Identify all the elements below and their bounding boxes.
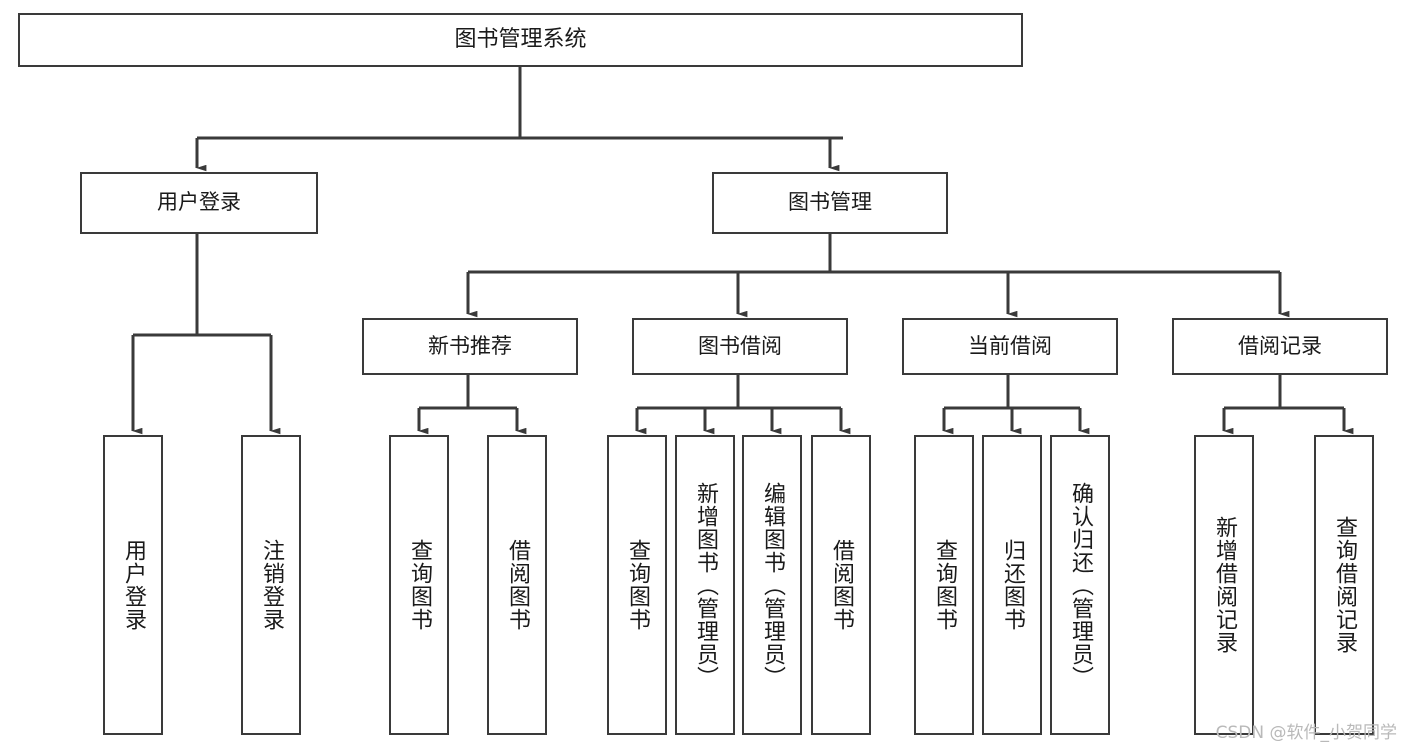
node-label: 查询图书 — [931, 539, 957, 631]
node-label: 借阅图书 — [828, 539, 854, 631]
node-label: 新增图书（管理员） — [692, 481, 718, 689]
node-label: 借阅图书 — [504, 539, 530, 631]
node-book-manage[interactable]: 图书管理 — [712, 172, 948, 234]
node-user-login[interactable]: 用户登录 — [80, 172, 318, 234]
node-label: 查询借阅记录 — [1331, 516, 1357, 654]
node-label: 用户登录 — [120, 539, 146, 631]
node-label: 查询图书 — [406, 539, 432, 631]
node-label: 用户登录 — [157, 190, 241, 215]
node-book-borrow[interactable]: 图书借阅 — [632, 318, 848, 375]
node-label: 确认归还（管理员） — [1067, 481, 1093, 689]
node-label: 编辑图书（管理员） — [759, 481, 785, 689]
node-label: 当前借阅 — [968, 333, 1052, 358]
node-label: 图书管理 — [788, 190, 872, 215]
node-label: 图书借阅 — [698, 333, 782, 358]
node-label: 归还图书 — [999, 539, 1025, 631]
node-label: 借阅记录 — [1238, 333, 1322, 358]
node-leaf-confirm-return[interactable]: 确认归还（管理员） — [1050, 435, 1110, 735]
watermark: CSDN @软件_小贺同学 — [1215, 723, 1397, 743]
node-leaf-user-logout[interactable]: 注销登录 — [241, 435, 301, 735]
node-leaf-return-book[interactable]: 归还图书 — [982, 435, 1042, 735]
node-label: 图书管理系统 — [454, 26, 587, 52]
node-leaf-borrow-book-1[interactable]: 借阅图书 — [487, 435, 547, 735]
node-leaf-query-book-3[interactable]: 查询图书 — [914, 435, 974, 735]
node-label: 新书推荐 — [428, 333, 512, 358]
node-leaf-edit-book[interactable]: 编辑图书（管理员） — [742, 435, 802, 735]
node-root-system[interactable]: 图书管理系统 — [18, 13, 1023, 67]
node-current-borrow[interactable]: 当前借阅 — [902, 318, 1118, 375]
node-new-book-rec[interactable]: 新书推荐 — [362, 318, 578, 375]
node-leaf-query-book-1[interactable]: 查询图书 — [389, 435, 449, 735]
node-label: 注销登录 — [258, 539, 284, 631]
node-leaf-query-book-2[interactable]: 查询图书 — [607, 435, 667, 735]
node-leaf-add-book[interactable]: 新增图书（管理员） — [675, 435, 735, 735]
node-label: 查询图书 — [624, 539, 650, 631]
node-leaf-query-record[interactable]: 查询借阅记录 — [1314, 435, 1374, 735]
node-leaf-add-record[interactable]: 新增借阅记录 — [1194, 435, 1254, 735]
node-borrow-record[interactable]: 借阅记录 — [1172, 318, 1388, 375]
node-leaf-user-login[interactable]: 用户登录 — [103, 435, 163, 735]
node-label: 新增借阅记录 — [1211, 516, 1237, 654]
node-leaf-borrow-book-2[interactable]: 借阅图书 — [811, 435, 871, 735]
